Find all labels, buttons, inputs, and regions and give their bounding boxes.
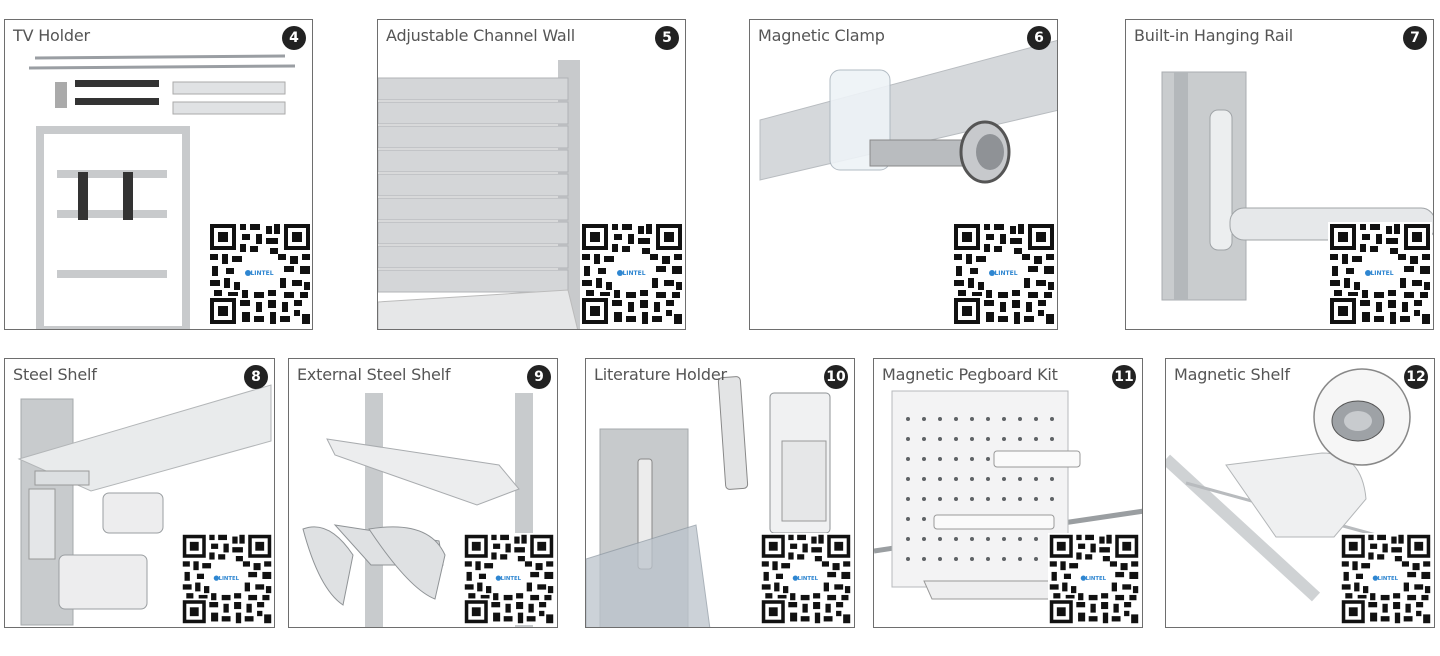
qr-code-icon[interactable]: [208, 222, 312, 326]
qr-code-icon[interactable]: [1048, 533, 1140, 625]
qr-code-icon[interactable]: [463, 533, 555, 625]
magnetic-shelf-illustration: [1166, 368, 1411, 602]
card-steel-shelf: Steel Shelf 8: [4, 358, 275, 628]
card-number-badge: 10: [824, 365, 848, 389]
qr-code-icon[interactable]: [1328, 222, 1432, 326]
card-magnetic-shelf: Magnetic Shelf 12: [1165, 358, 1435, 628]
card-title: Magnetic Pegboard Kit: [882, 365, 1058, 384]
card-title: Literature Holder: [594, 365, 727, 384]
card-title: External Steel Shelf: [297, 365, 451, 384]
card-literature-holder: Literature Holder 10: [585, 358, 855, 628]
card-number-badge: 5: [655, 26, 679, 50]
card-number-badge: 8: [244, 365, 268, 389]
tv-holder-illustration: [28, 54, 296, 329]
card-built-in-hanging-rail: Built-in Hanging Rail 7: [1125, 19, 1434, 330]
card-number-badge: 12: [1404, 365, 1428, 389]
card-title: Magnetic Clamp: [758, 26, 885, 45]
qr-code-icon[interactable]: [580, 222, 684, 326]
steel-shelf-illustration: [17, 384, 272, 626]
card-title: Built-in Hanging Rail: [1134, 26, 1293, 45]
card-external-steel-shelf: External Steel Shelf 9: [288, 358, 558, 628]
card-number-badge: 4: [282, 26, 306, 50]
card-number-badge: 6: [1027, 26, 1051, 50]
qr-code-icon[interactable]: [1340, 533, 1432, 625]
qr-code-icon[interactable]: [760, 533, 852, 625]
card-number-badge: 9: [527, 365, 551, 389]
magnetic-clamp-illustration: [759, 40, 1057, 184]
card-title: TV Holder: [13, 26, 90, 45]
pegboard-illustration: [874, 390, 1142, 600]
card-magnetic-pegboard-kit: Magnetic Pegboard Kit 11: [873, 358, 1143, 628]
channel-wall-illustration: [378, 60, 580, 329]
card-title: Magnetic Shelf: [1174, 365, 1290, 384]
card-title: Adjustable Channel Wall: [386, 26, 576, 45]
card-tv-holder: TV Holder 4: [4, 19, 313, 330]
card-number-badge: 7: [1403, 26, 1427, 50]
qr-code-icon[interactable]: [952, 222, 1056, 326]
card-adjustable-channel-wall: Adjustable Channel Wall 5: [377, 19, 686, 330]
card-number-badge: 11: [1112, 365, 1136, 389]
card-magnetic-clamp: Magnetic Clamp 6: [749, 19, 1058, 330]
card-title: Steel Shelf: [13, 365, 97, 384]
qr-code-icon[interactable]: [181, 533, 273, 625]
literature-holder-illustration: [586, 376, 831, 627]
